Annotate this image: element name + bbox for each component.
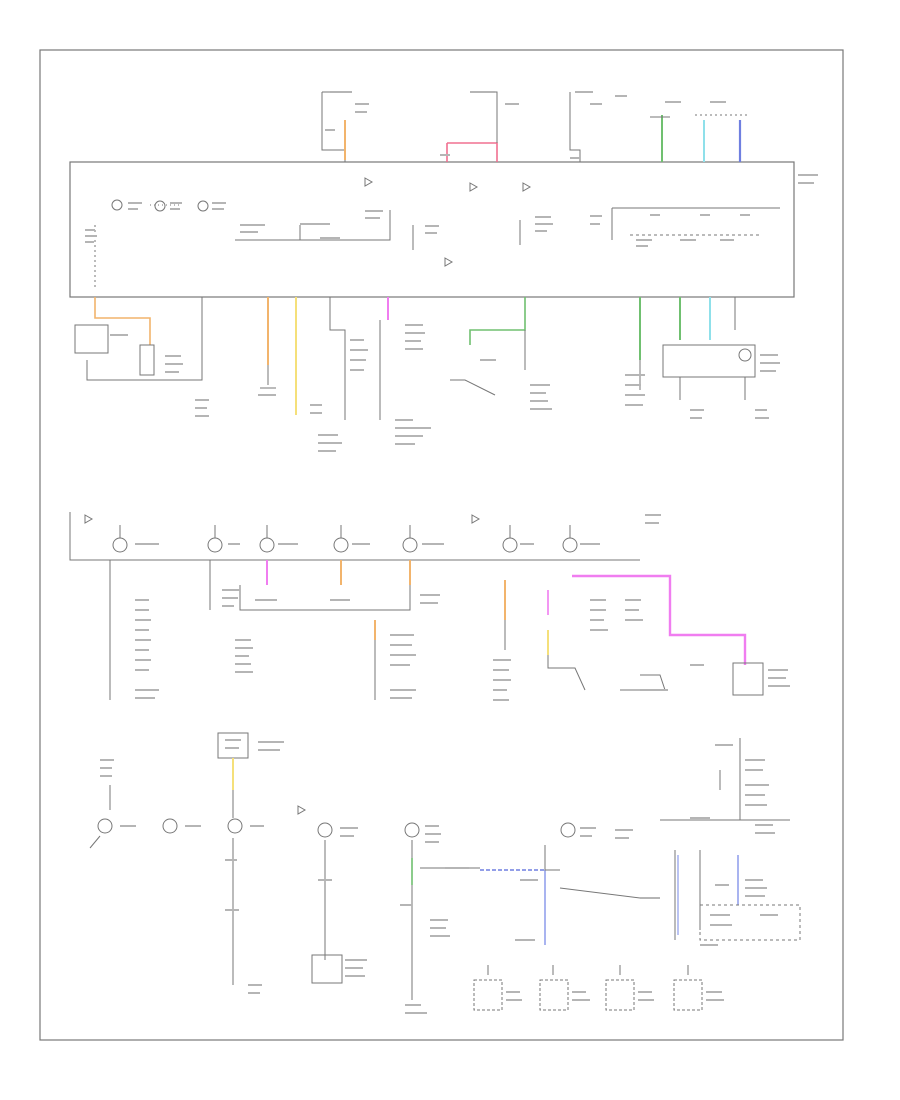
cluster-arrow-1 xyxy=(364,177,374,187)
bottom-bulb-4 xyxy=(317,822,333,838)
upper-wire-2b xyxy=(447,142,498,162)
lower-box-1 xyxy=(74,324,109,354)
cluster-bus-1 xyxy=(235,210,391,241)
cluster-arrow-3 xyxy=(522,182,532,192)
cluster-arrow-2 xyxy=(469,182,479,192)
bottom-bulb-3 xyxy=(227,818,243,834)
bottom-arrow-1 xyxy=(297,805,307,815)
bottom-switch-modules xyxy=(473,965,703,1011)
upper-wire-2c xyxy=(470,91,498,143)
bottom-bulb-5 xyxy=(404,822,420,838)
instrument-cluster xyxy=(69,161,795,298)
bottom-switch-box xyxy=(217,732,249,759)
upper-connectors xyxy=(321,91,750,162)
switch-module-4 xyxy=(673,979,703,1011)
gauge-circle-3 xyxy=(197,200,209,212)
cluster-labels xyxy=(85,174,818,247)
warning-indicators-lower-row xyxy=(69,512,764,700)
middle-bus xyxy=(69,512,640,561)
lower-wire-1 xyxy=(94,297,151,345)
cluster-box xyxy=(69,161,795,298)
upper-wire-3 xyxy=(569,92,581,162)
gauge-circle-1 xyxy=(111,199,123,211)
cluster-arrow-4 xyxy=(444,257,454,267)
bottom-row-labels xyxy=(100,739,778,1014)
middle-arrow-2 xyxy=(471,514,481,524)
cluster-lower-labels xyxy=(110,324,780,452)
lower-wire-6 xyxy=(469,297,526,345)
indicator-2 xyxy=(207,537,223,553)
lower-wire-4 xyxy=(329,297,346,420)
switch-module-1 xyxy=(473,979,503,1011)
switch-module-2 xyxy=(539,979,569,1011)
middle-arrow-1 xyxy=(84,514,94,524)
middle-row-labels xyxy=(135,514,790,701)
lower-box-3 xyxy=(662,344,756,378)
bottom-bulb-1 xyxy=(97,818,113,834)
switch-module-3 xyxy=(605,979,635,1011)
bottom-dashed-box xyxy=(699,904,801,941)
indicator-3 xyxy=(259,537,275,553)
upper-connector-labels xyxy=(325,91,726,159)
bottom-indicator-row xyxy=(89,732,801,1000)
indicator-1 xyxy=(112,537,128,553)
mid-box-1 xyxy=(732,662,764,696)
diagram-border xyxy=(39,49,844,1041)
upper-wire-1 xyxy=(321,92,346,162)
indicator-6 xyxy=(502,537,518,553)
switch-module-labels xyxy=(506,991,724,1001)
mid-wire-magenta xyxy=(572,574,747,665)
cluster-lower-wiring xyxy=(74,297,756,420)
indicator-4 xyxy=(333,537,349,553)
indicator-5 xyxy=(402,537,418,553)
bottom-box-2 xyxy=(311,954,343,984)
bottom-bulb-6 xyxy=(560,822,576,838)
bottom-bulb-2 xyxy=(162,818,178,834)
lower-box-2 xyxy=(139,344,155,376)
gauge-circle-2 xyxy=(154,200,166,212)
indicator-7 xyxy=(562,537,578,553)
